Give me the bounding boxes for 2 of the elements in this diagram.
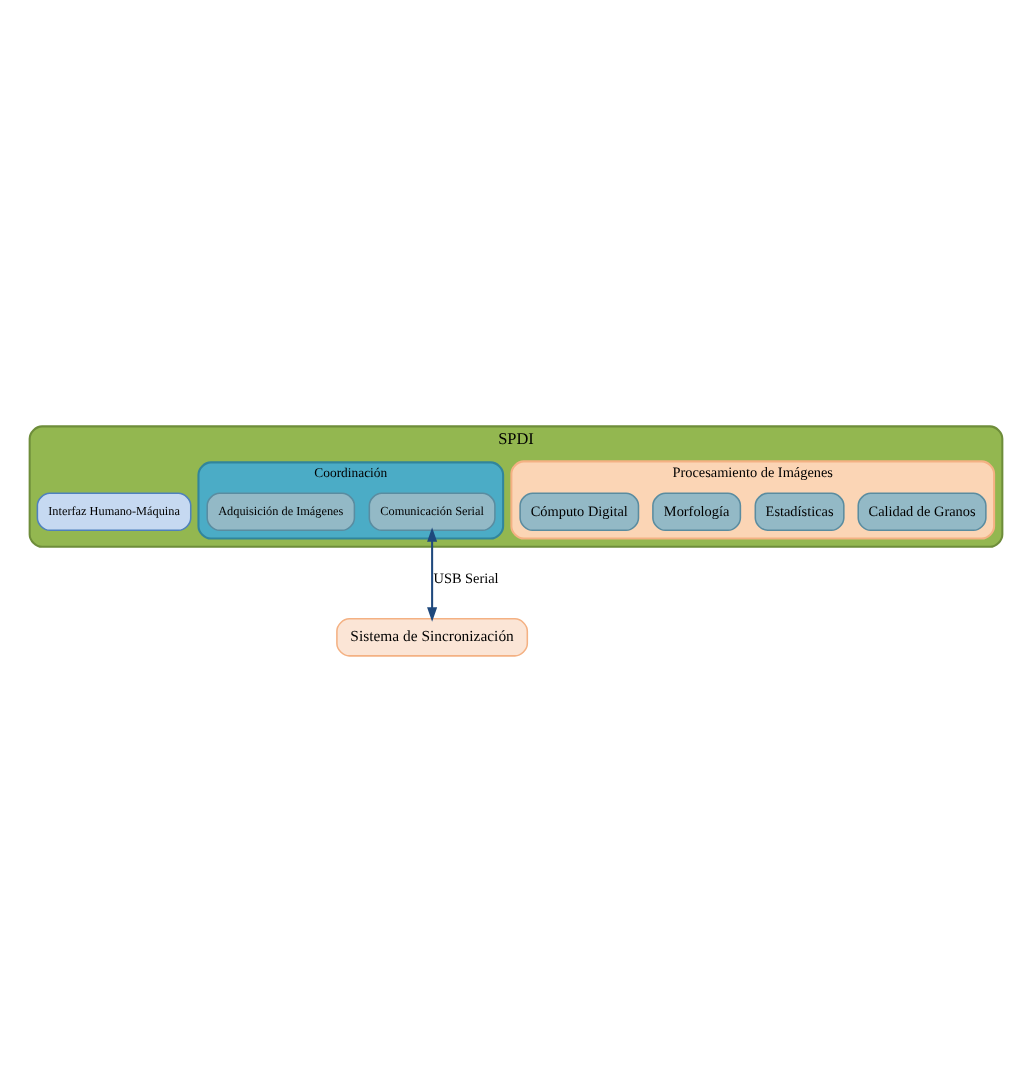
node-box: Sistema de Sincronización — [336, 618, 529, 657]
arrow — [427, 527, 438, 622]
